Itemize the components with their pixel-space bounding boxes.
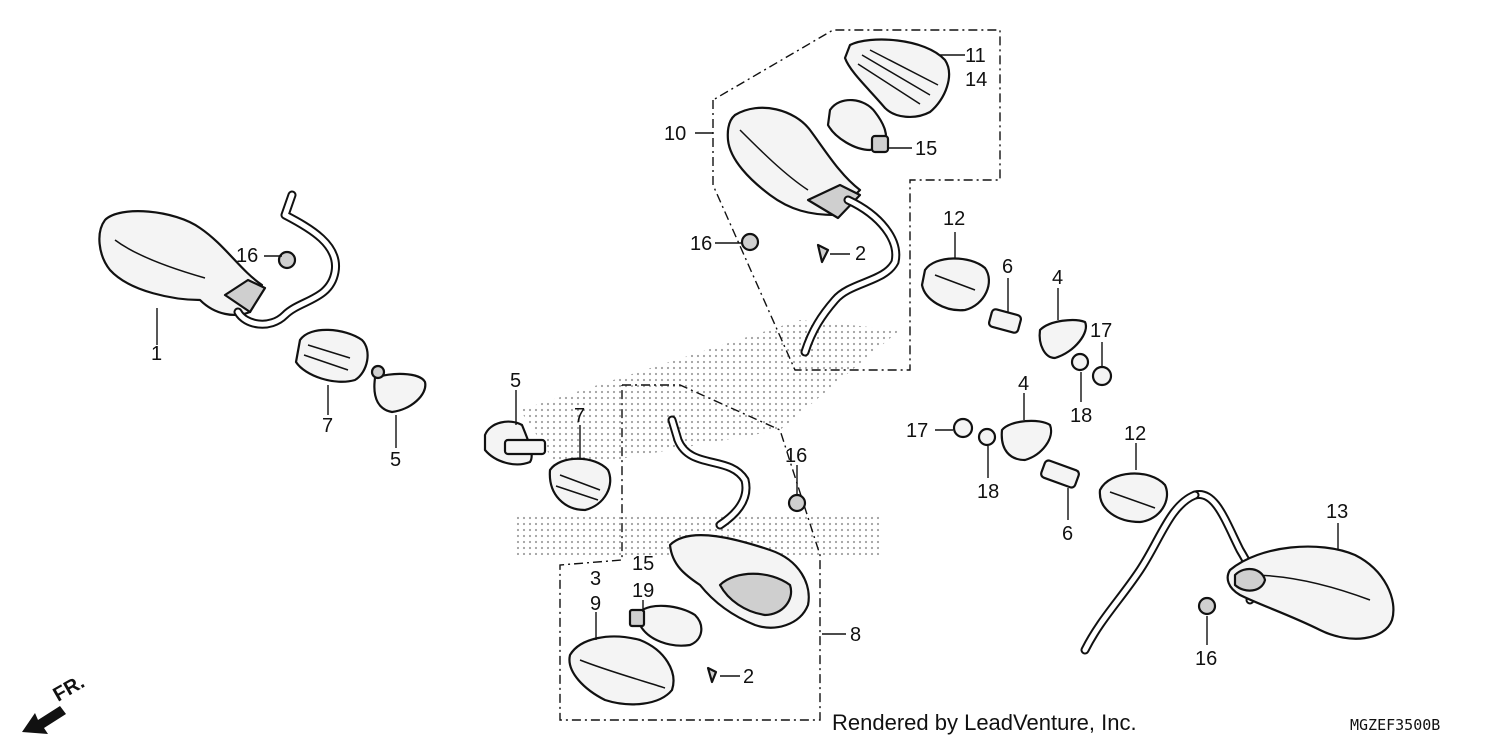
callout-19: 19 <box>632 580 654 602</box>
callout-16-upper: 16 <box>690 233 712 255</box>
lens-upper <box>843 38 950 118</box>
callout-3: 3 <box>590 568 601 590</box>
diagram-code: MGZEF3500B <box>1350 716 1441 734</box>
assembly-box-lower <box>559 384 821 721</box>
callout-4-upper: 4 <box>1052 267 1063 289</box>
callout-8: 8 <box>850 624 861 646</box>
callout-12-upper: 12 <box>943 208 965 230</box>
callout-12-lower: 12 <box>1124 423 1146 445</box>
callout-18-lower: 18 <box>977 481 999 503</box>
callout-17-upper: 17 <box>1090 320 1112 342</box>
callout-5-center: 5 <box>510 370 521 392</box>
bulb-upper <box>826 99 890 154</box>
callout-16-left: 16 <box>236 245 258 267</box>
callout-16-right: 16 <box>1195 648 1217 670</box>
callout-5-left: 5 <box>390 449 401 471</box>
callout-11: 11 <box>965 45 986 67</box>
winker-right <box>1080 490 1395 655</box>
callout-7-center: 7 <box>574 405 585 427</box>
callout-17-lower: 17 <box>906 420 928 442</box>
front-left-winker <box>98 190 340 329</box>
callout-18-upper: 18 <box>1070 405 1092 427</box>
direction-label: FR. <box>50 671 89 706</box>
callout-10: 10 <box>664 123 686 145</box>
plate-center <box>483 420 612 512</box>
lens-lower <box>568 635 718 706</box>
callout-15-upper: 15 <box>915 138 937 160</box>
callout-labels: 1 16 7 5 10 11 14 15 16 2 12 6 4 17 18 5… <box>151 45 1348 688</box>
front-direction-arrow <box>22 706 66 734</box>
shading-band <box>520 320 900 470</box>
callout-1: 1 <box>151 343 162 365</box>
render-credit: Rendered by LeadVenture, Inc. <box>832 710 1137 735</box>
callout-14: 14 <box>965 69 987 91</box>
callout-15-lower: 15 <box>632 553 654 575</box>
assembly-box-upper <box>712 29 1001 371</box>
grommet-right-upper <box>920 257 1113 387</box>
bulb-lower <box>628 604 703 647</box>
callout-13: 13 <box>1326 501 1348 523</box>
callout-6-lower: 6 <box>1062 523 1073 545</box>
callout-16-center: 16 <box>785 445 807 467</box>
callout-6-upper: 6 <box>1002 256 1013 278</box>
callout-2-upper: 2 <box>855 243 866 265</box>
hardware-right-lower <box>952 417 1168 524</box>
callout-2-lower: 2 <box>743 666 754 688</box>
winker-lower <box>667 415 810 629</box>
callout-9: 9 <box>590 593 601 615</box>
grommet-left <box>294 328 427 414</box>
winker-upper <box>726 106 901 357</box>
leader-lines <box>156 54 1339 677</box>
callout-7-left: 7 <box>322 415 333 437</box>
callout-4-lower: 4 <box>1018 373 1029 395</box>
